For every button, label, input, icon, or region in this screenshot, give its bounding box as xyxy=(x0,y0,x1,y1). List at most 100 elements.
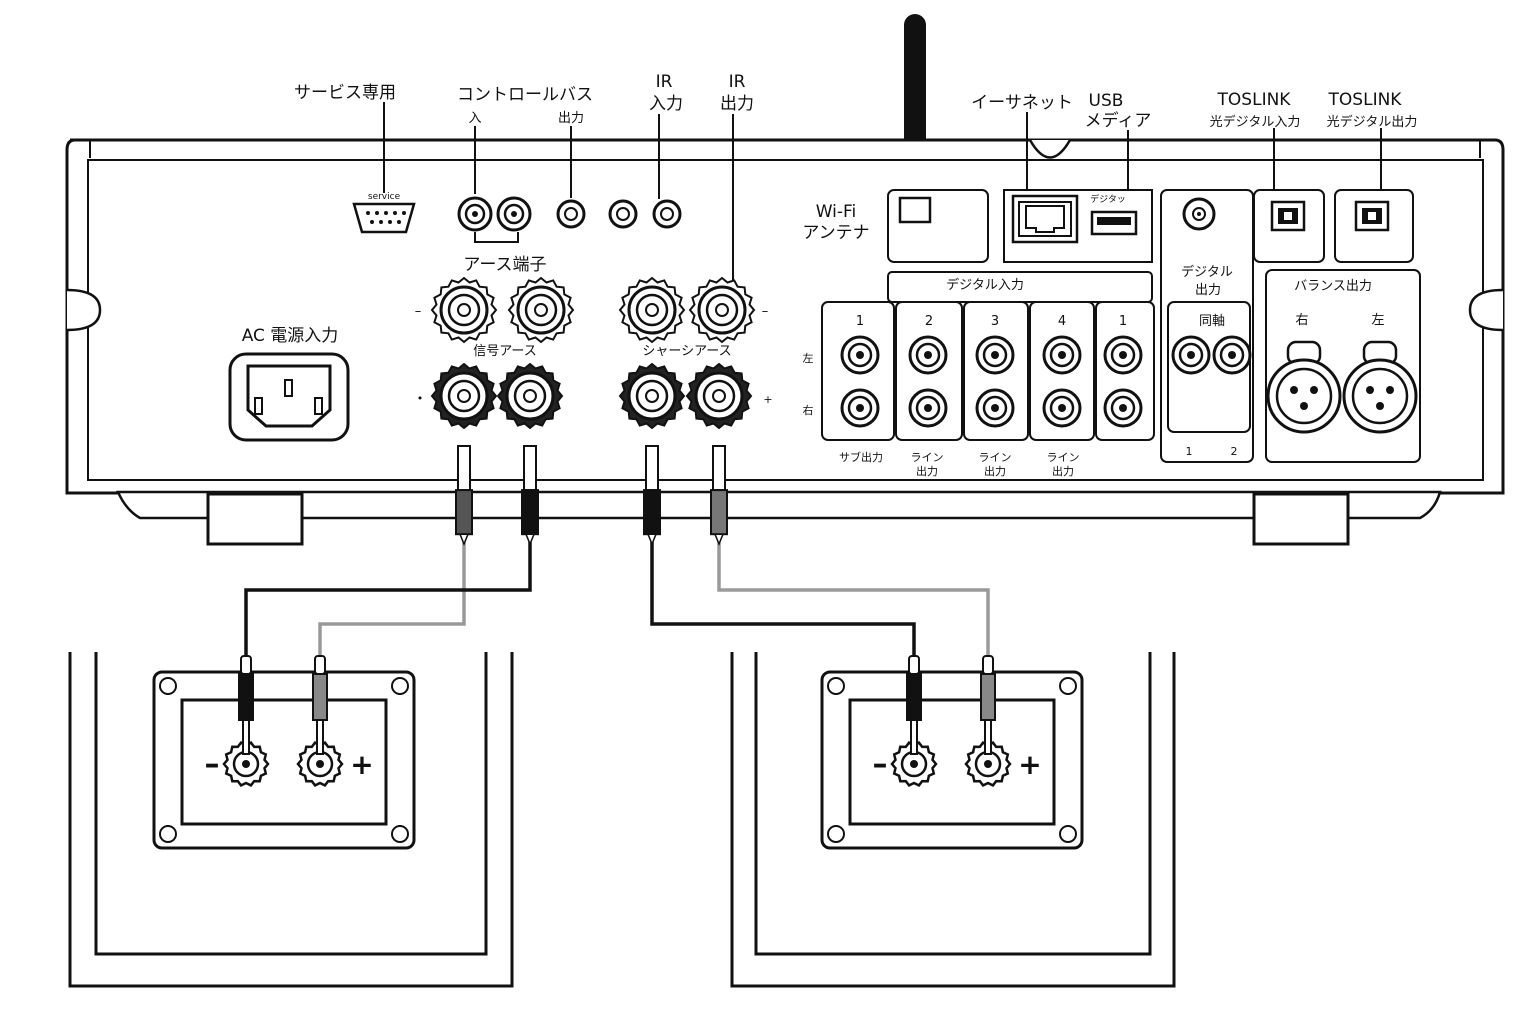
left-speaker xyxy=(68,652,514,988)
rca-jack[interactable] xyxy=(840,388,880,428)
line-out-a-label-2: 出力 xyxy=(916,464,938,478)
right-speaker-plus: + xyxy=(1018,748,1041,781)
control-bus-out-label: 出力 xyxy=(558,111,584,126)
speaker-banana-plug xyxy=(980,655,996,755)
jack-3-5mm-b[interactable] xyxy=(608,199,638,229)
coax-digital-in-jack[interactable] xyxy=(1182,197,1216,231)
binding-post[interactable] xyxy=(685,362,753,430)
toslink-in-label-1: TOSLINK xyxy=(1217,90,1292,110)
wifi-label-1: Wi-Fi xyxy=(816,202,857,222)
input-number-5: 1 xyxy=(1119,314,1127,329)
binding-post[interactable] xyxy=(688,276,756,344)
line-out-a-label-1: ライン xyxy=(911,451,944,464)
ethernet-port[interactable] xyxy=(1011,194,1079,244)
rca-jack[interactable] xyxy=(1042,335,1082,375)
earth-terminal-label: アース端子 xyxy=(463,255,546,275)
input-number-1: 1 xyxy=(856,314,864,329)
ir-in-label-2: 入力 xyxy=(649,94,683,114)
coax-label: 同軸 xyxy=(1199,314,1225,329)
toslink-out-port[interactable] xyxy=(1334,189,1414,263)
xlr-left-output[interactable] xyxy=(1342,340,1418,434)
ir-jack[interactable] xyxy=(652,199,682,229)
row-left-label: 左 xyxy=(803,352,814,365)
speaker-cables xyxy=(244,540,990,662)
top-labels: サービス専用 コントロールバス 入 出力 IR 入力 IR 出力 イーサネット … xyxy=(294,72,1417,131)
speaker-banana-plug xyxy=(906,655,922,755)
binding-post[interactable] xyxy=(430,276,498,344)
right-speaker-minus: – xyxy=(873,747,888,782)
binding-post[interactable] xyxy=(507,276,575,344)
banana-plug xyxy=(710,445,728,546)
rca-jack[interactable] xyxy=(1212,335,1252,375)
usb-small-label: デジタッ xyxy=(1090,193,1126,205)
speaker-banana-plug xyxy=(312,655,328,755)
row-right-label: 右 xyxy=(803,403,814,417)
service-port[interactable] xyxy=(352,202,416,234)
binding-post[interactable] xyxy=(430,362,498,430)
control-bus-in-label: 入 xyxy=(468,111,481,126)
service-port-label: service xyxy=(368,192,401,202)
control-bus-out-jack[interactable] xyxy=(496,196,532,232)
input-number-3: 3 xyxy=(991,314,999,329)
left-speaker-plus: + xyxy=(350,748,373,781)
chassis-earth-label: シャーシアース xyxy=(642,344,731,359)
ac-power-inlet[interactable] xyxy=(228,352,350,442)
digital-out-label-2: 出力 xyxy=(1195,283,1221,298)
left-speaker-minus: – xyxy=(205,747,220,782)
ir-in-label-1: IR xyxy=(656,72,673,92)
rca-jack[interactable] xyxy=(840,335,880,375)
control-bus-bracket xyxy=(474,232,519,243)
plus-right-label: + xyxy=(763,393,772,406)
binding-post[interactable] xyxy=(618,276,686,344)
speaker-banana-plug xyxy=(238,655,254,755)
control-bus-label: コントロールバス xyxy=(457,85,593,105)
banana-plug xyxy=(455,445,473,546)
leader-lines xyxy=(383,102,1382,286)
dot-left-label: • xyxy=(417,392,424,405)
toslink-out-label-1: TOSLINK xyxy=(1328,90,1403,110)
speaker-terminal[interactable] xyxy=(222,741,270,787)
xlr-right-output[interactable] xyxy=(1266,340,1342,434)
ethernet-label: イーサネット xyxy=(971,93,1073,113)
rca-jack[interactable] xyxy=(975,388,1015,428)
rca-jack[interactable] xyxy=(1103,388,1143,428)
rca-jack[interactable] xyxy=(1042,388,1082,428)
line-out-b-label-2: 出力 xyxy=(984,464,1006,478)
toslink-in-port[interactable] xyxy=(1253,189,1325,263)
usb-label-2: メディア xyxy=(1085,110,1152,131)
toslink-in-label-2: 光デジタル入力 xyxy=(1210,114,1301,130)
ir-out-label-1: IR xyxy=(729,72,746,92)
input-number-4: 4 xyxy=(1058,314,1066,329)
bal-right-label: 右 xyxy=(1295,313,1308,328)
rca-jacks xyxy=(840,335,1252,428)
line-out-c-label-1: ライン xyxy=(1047,451,1080,464)
antenna-connector[interactable] xyxy=(898,196,932,224)
control-bus-in-jack[interactable] xyxy=(457,196,493,232)
usb-port[interactable] xyxy=(1090,210,1138,236)
binding-posts xyxy=(430,276,756,430)
minus-left-label: – xyxy=(415,304,422,319)
balanced-out-label: バランス出力 xyxy=(1294,279,1372,294)
wifi-label-2: アンテナ xyxy=(802,223,869,243)
sub-out-label: サブ出力 xyxy=(839,450,883,464)
rca-jack[interactable] xyxy=(1171,335,1211,375)
panel-labels: service Wi-Fi アンテナ デジタッ AC 電源入力 アース端子 信号… xyxy=(242,192,1385,478)
binding-post[interactable] xyxy=(496,362,564,430)
toslink-out-label-2: 光デジタル出力 xyxy=(1327,114,1418,130)
rca-jack[interactable] xyxy=(908,335,948,375)
jack-3-5mm-a[interactable] xyxy=(556,199,586,229)
coax-number-2: 2 xyxy=(1231,445,1238,458)
speaker-terminal[interactable] xyxy=(296,741,344,787)
binding-post[interactable] xyxy=(618,362,686,430)
speaker-labels: – + – + xyxy=(205,747,1042,782)
coax-number-1: 1 xyxy=(1186,445,1193,458)
digital-in-label: デジタル入力 xyxy=(946,277,1024,293)
right-speaker xyxy=(730,652,1176,988)
ir-out-label-2: 出力 xyxy=(720,94,754,114)
banana-plug xyxy=(643,445,661,546)
minus-right-label: – xyxy=(762,304,769,319)
bal-left-label: 左 xyxy=(1371,313,1384,328)
rca-jack[interactable] xyxy=(908,388,948,428)
rca-jack[interactable] xyxy=(975,335,1015,375)
rca-jack[interactable] xyxy=(1103,335,1143,375)
